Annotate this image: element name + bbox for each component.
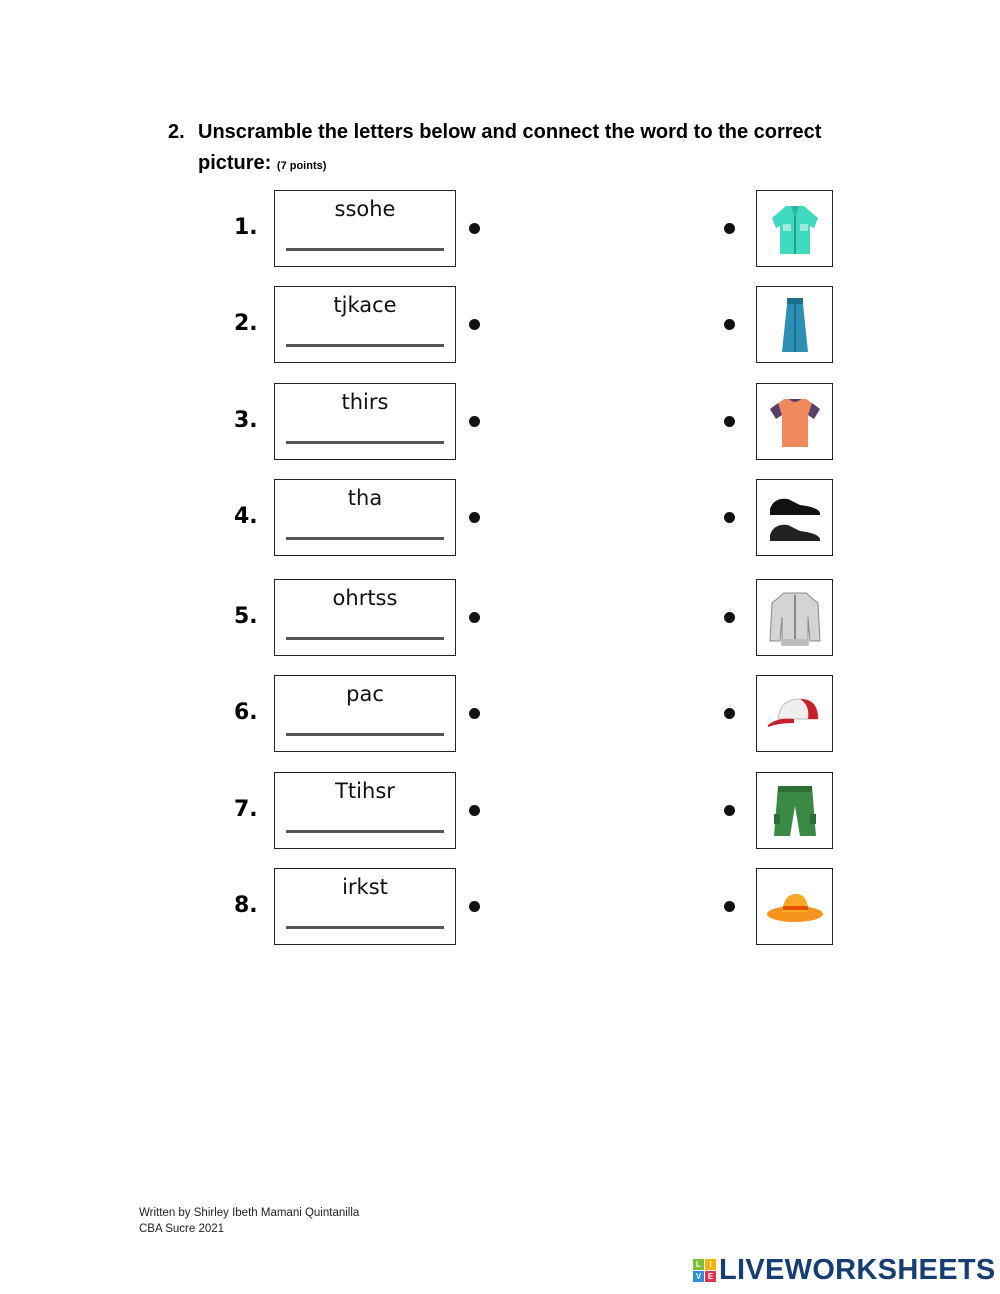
question-text: Unscramble the letters below and connect… (198, 121, 822, 143)
answer-line[interactable] (286, 926, 444, 929)
answer-line[interactable] (286, 537, 444, 540)
answer-line[interactable] (286, 830, 444, 833)
picture-box (756, 579, 833, 656)
picture-box (756, 772, 833, 849)
t-shirt-icon (769, 398, 820, 447)
picture-box (756, 190, 833, 267)
match-row: 5. ohrtss (0, 579, 1000, 657)
picture-box (756, 868, 833, 945)
item-number: 6. (234, 700, 258, 725)
question-text-2: picture: (198, 152, 272, 174)
item-number: 2. (234, 311, 258, 336)
picture-connect-dot[interactable] (724, 708, 735, 719)
scrambled-word: ohrtss (332, 586, 398, 610)
word-connect-dot[interactable] (469, 708, 480, 719)
logo-text: LIVEWORKSHEETS (719, 1254, 996, 1286)
skirt-icon (781, 297, 808, 352)
word-connect-dot[interactable] (469, 512, 480, 523)
item-number: 7. (234, 797, 258, 822)
answer-line[interactable] (286, 441, 444, 444)
shorts-icon (773, 785, 816, 836)
cap-icon (767, 697, 819, 727)
logo-block: L (693, 1259, 704, 1270)
answer-box[interactable]: tjkace (274, 286, 456, 363)
word-connect-dot[interactable] (469, 612, 480, 623)
word-connect-dot[interactable] (469, 901, 480, 912)
picture-connect-dot[interactable] (724, 512, 735, 523)
scrambled-word: pac (346, 682, 384, 706)
hat-icon (766, 893, 823, 922)
answer-box[interactable]: ssohe (274, 190, 456, 267)
picture-box (756, 675, 833, 752)
points-label: (7 points) (276, 160, 327, 172)
answer-line[interactable] (286, 733, 444, 736)
item-number: 1. (234, 215, 258, 240)
scrambled-word: tha (347, 486, 383, 510)
picture-connect-dot[interactable] (724, 612, 735, 623)
footer: Written by Shirley Ibeth Mamani Quintani… (139, 1205, 359, 1237)
logo-block: I (705, 1259, 716, 1270)
picture-box (756, 286, 833, 363)
match-row: 4. tha (0, 479, 1000, 557)
scrambled-word: tjkace (333, 293, 397, 317)
logo-block: E (705, 1271, 716, 1282)
jacket-icon (768, 592, 821, 645)
answer-box[interactable]: Ttihsr (274, 772, 456, 849)
answer-line[interactable] (286, 344, 444, 347)
scrambled-word: Ttihsr (335, 779, 395, 803)
item-number: 5. (234, 604, 258, 629)
answer-box[interactable]: thirs (274, 383, 456, 460)
question-title: 2. Unscramble the letters below and conne… (168, 117, 821, 182)
item-number: 3. (234, 408, 258, 433)
picture-box (756, 479, 833, 556)
word-connect-dot[interactable] (469, 416, 480, 427)
match-row: 1. ssohe (0, 190, 1000, 268)
match-row: 6. pac (0, 675, 1000, 753)
word-connect-dot[interactable] (469, 319, 480, 330)
picture-connect-dot[interactable] (724, 223, 735, 234)
match-row: 7. Ttihsr (0, 772, 1000, 850)
picture-box (756, 383, 833, 460)
answer-line[interactable] (286, 248, 444, 251)
picture-connect-dot[interactable] (724, 901, 735, 912)
match-row: 2. tjkace (0, 286, 1000, 364)
scrambled-word: ssohe (334, 197, 396, 221)
answer-box[interactable]: ohrtss (274, 579, 456, 656)
match-row: 3. thirs (0, 383, 1000, 461)
school-credit: CBA Sucre 2021 (139, 1223, 225, 1235)
scrambled-word: irkst (342, 875, 388, 899)
match-row: 8. irkst (0, 868, 1000, 946)
item-number: 4. (234, 504, 258, 529)
logo-block: V (693, 1271, 704, 1282)
picture-connect-dot[interactable] (724, 319, 735, 330)
word-connect-dot[interactable] (469, 805, 480, 816)
shoes-icon (769, 498, 820, 541)
word-connect-dot[interactable] (469, 223, 480, 234)
answer-line[interactable] (286, 637, 444, 640)
item-number: 8. (234, 893, 258, 918)
answer-box[interactable]: pac (274, 675, 456, 752)
shirt-icon (771, 205, 818, 254)
question-number: 2. (168, 121, 185, 143)
answer-box[interactable]: tha (274, 479, 456, 556)
author-credit: Written by Shirley Ibeth Mamani Quintani… (139, 1207, 360, 1219)
picture-connect-dot[interactable] (724, 416, 735, 427)
picture-connect-dot[interactable] (724, 805, 735, 816)
answer-box[interactable]: irkst (274, 868, 456, 945)
scrambled-word: thirs (341, 390, 389, 414)
